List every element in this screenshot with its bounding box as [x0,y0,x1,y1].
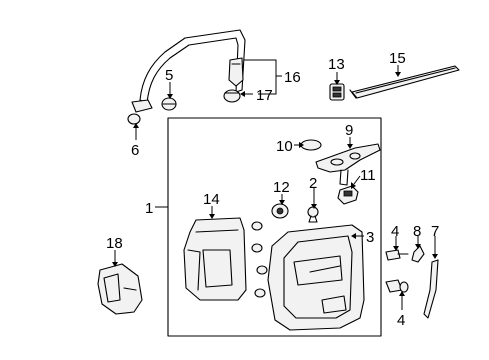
screw-part-4-upper [385,249,409,261]
fastener-part-2 [307,206,319,223]
callout-14: 14 [203,191,220,208]
callout-4-lower: 4 [397,312,405,329]
callout-labels: 1 2 3 4 4 5 6 7 8 9 10 11 12 13 14 15 16… [106,50,439,329]
callout-2: 2 [309,175,317,192]
callout-18: 18 [106,235,123,252]
door-trim-assembly-box [167,117,382,337]
screw-part-4-lower [385,279,409,293]
retainer-clips [251,221,268,298]
pillar-seal-part-16 [228,57,244,87]
clip-part-17 [223,89,241,103]
grommet-part-12 [271,203,289,219]
callout-12: 12 [273,179,290,196]
callout-10: 10 [276,138,293,155]
callout-9: 9 [345,122,353,139]
callout-11: 11 [360,167,376,184]
callout-5: 5 [165,67,173,84]
callout-13: 13 [328,56,345,73]
callout-16: 16 [284,69,301,86]
door-trim-panel-part-3 [267,224,365,331]
callout-1: 1 [145,200,153,217]
water-deflector-part-14 [183,217,247,301]
leader-lines [112,59,438,310]
switch-part-13 [329,83,345,101]
callout-4-upper: 4 [391,223,399,240]
callout-3: 3 [366,229,374,246]
callout-15: 15 [389,50,406,67]
bracket-part-9 [315,143,381,186]
switch-housing-part-11 [337,185,359,205]
callout-7: 7 [431,223,439,240]
trim-strip-part-7 [423,259,439,319]
callout-17: 17 [256,87,273,104]
weatherstrip-end-cap [127,99,153,125]
clip-part-5 [161,97,177,111]
bracket-part-18 [97,263,143,315]
callout-8: 8 [413,223,421,240]
belt-molding-part-15 [349,65,460,99]
callout-6: 6 [131,142,139,159]
